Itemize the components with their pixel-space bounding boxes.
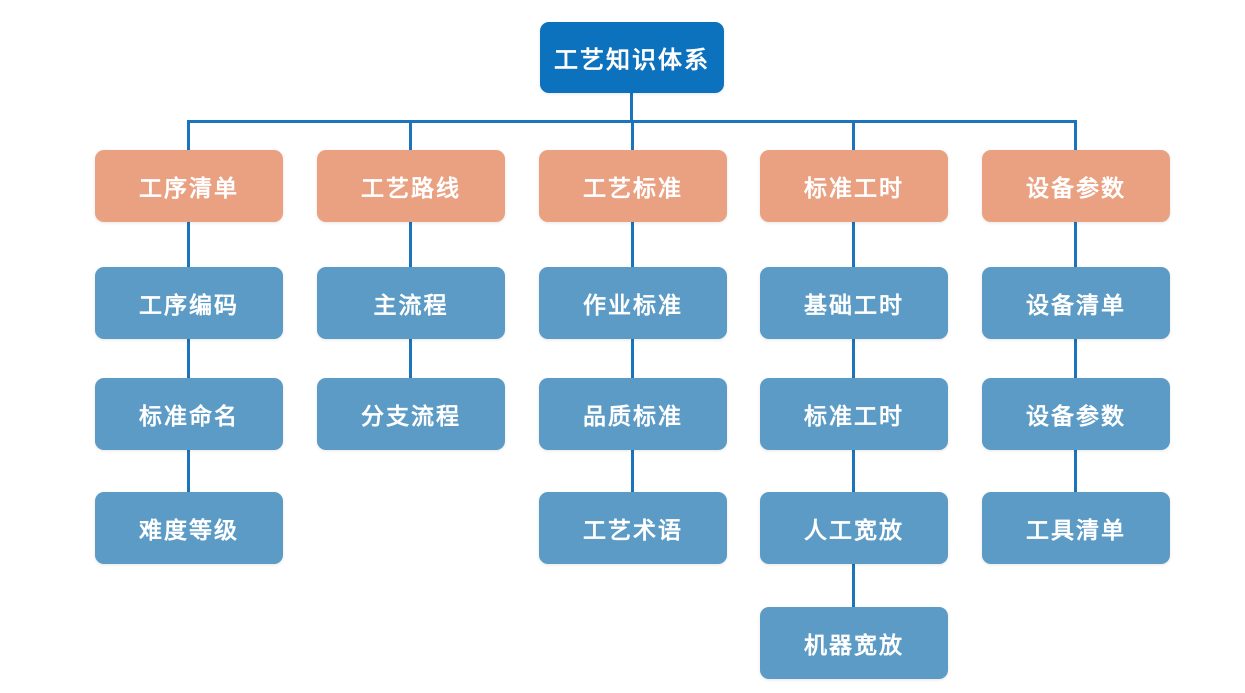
leaf-standard-naming: 标准命名 <box>95 378 283 450</box>
branch-process-list: 工序清单 <box>95 150 283 222</box>
leaf-process-terms: 工艺术语 <box>539 492 727 564</box>
leaf-machine-allowance: 机器宽放 <box>760 607 948 679</box>
connector-bus-to-col1 <box>187 120 190 150</box>
branch-process-route: 工艺路线 <box>317 150 505 222</box>
connector-col4-row3 <box>852 450 855 492</box>
leaf-equipment-params: 设备参数 <box>982 378 1170 450</box>
leaf-manual-allowance: 人工宽放 <box>760 492 948 564</box>
leaf-main-flow: 主流程 <box>317 267 505 339</box>
connector-col5-row1 <box>1074 222 1077 267</box>
connector-root-to-bus <box>630 93 633 121</box>
connector-col3-row1 <box>631 222 634 267</box>
leaf-base-hours: 基础工时 <box>760 267 948 339</box>
connector-col4-row2 <box>852 339 855 378</box>
root-node-process-knowledge-system: 工艺知识体系 <box>540 22 724 93</box>
branch-process-standard: 工艺标准 <box>539 150 727 222</box>
connector-col1-row1 <box>187 222 190 267</box>
connector-col2-row2 <box>409 339 412 378</box>
connector-col3-row3 <box>631 450 634 492</box>
branch-standard-hours: 标准工时 <box>760 150 948 222</box>
branch-equipment-params: 设备参数 <box>982 150 1170 222</box>
connector-col4-row4 <box>852 564 855 607</box>
connector-col1-row3 <box>187 450 190 492</box>
leaf-branch-flow: 分支流程 <box>317 378 505 450</box>
leaf-operation-standard: 作业标准 <box>539 267 727 339</box>
connector-col1-row2 <box>187 339 190 378</box>
connector-col3-row2 <box>631 339 634 378</box>
leaf-equipment-list: 设备清单 <box>982 267 1170 339</box>
connector-bus-to-col4 <box>852 120 855 150</box>
leaf-difficulty-level: 难度等级 <box>95 492 283 564</box>
leaf-standard-hours: 标准工时 <box>760 378 948 450</box>
leaf-quality-standard: 品质标准 <box>539 378 727 450</box>
connector-bus-to-col3 <box>631 120 634 150</box>
connector-col4-row1 <box>852 222 855 267</box>
leaf-tool-list: 工具清单 <box>982 492 1170 564</box>
connector-bus-to-col5 <box>1074 120 1077 150</box>
connector-col5-row3 <box>1074 450 1077 492</box>
connector-col2-row1 <box>409 222 412 267</box>
connector-bus-to-col2 <box>409 120 412 150</box>
connector-col5-row2 <box>1074 339 1077 378</box>
leaf-process-code: 工序编码 <box>95 267 283 339</box>
